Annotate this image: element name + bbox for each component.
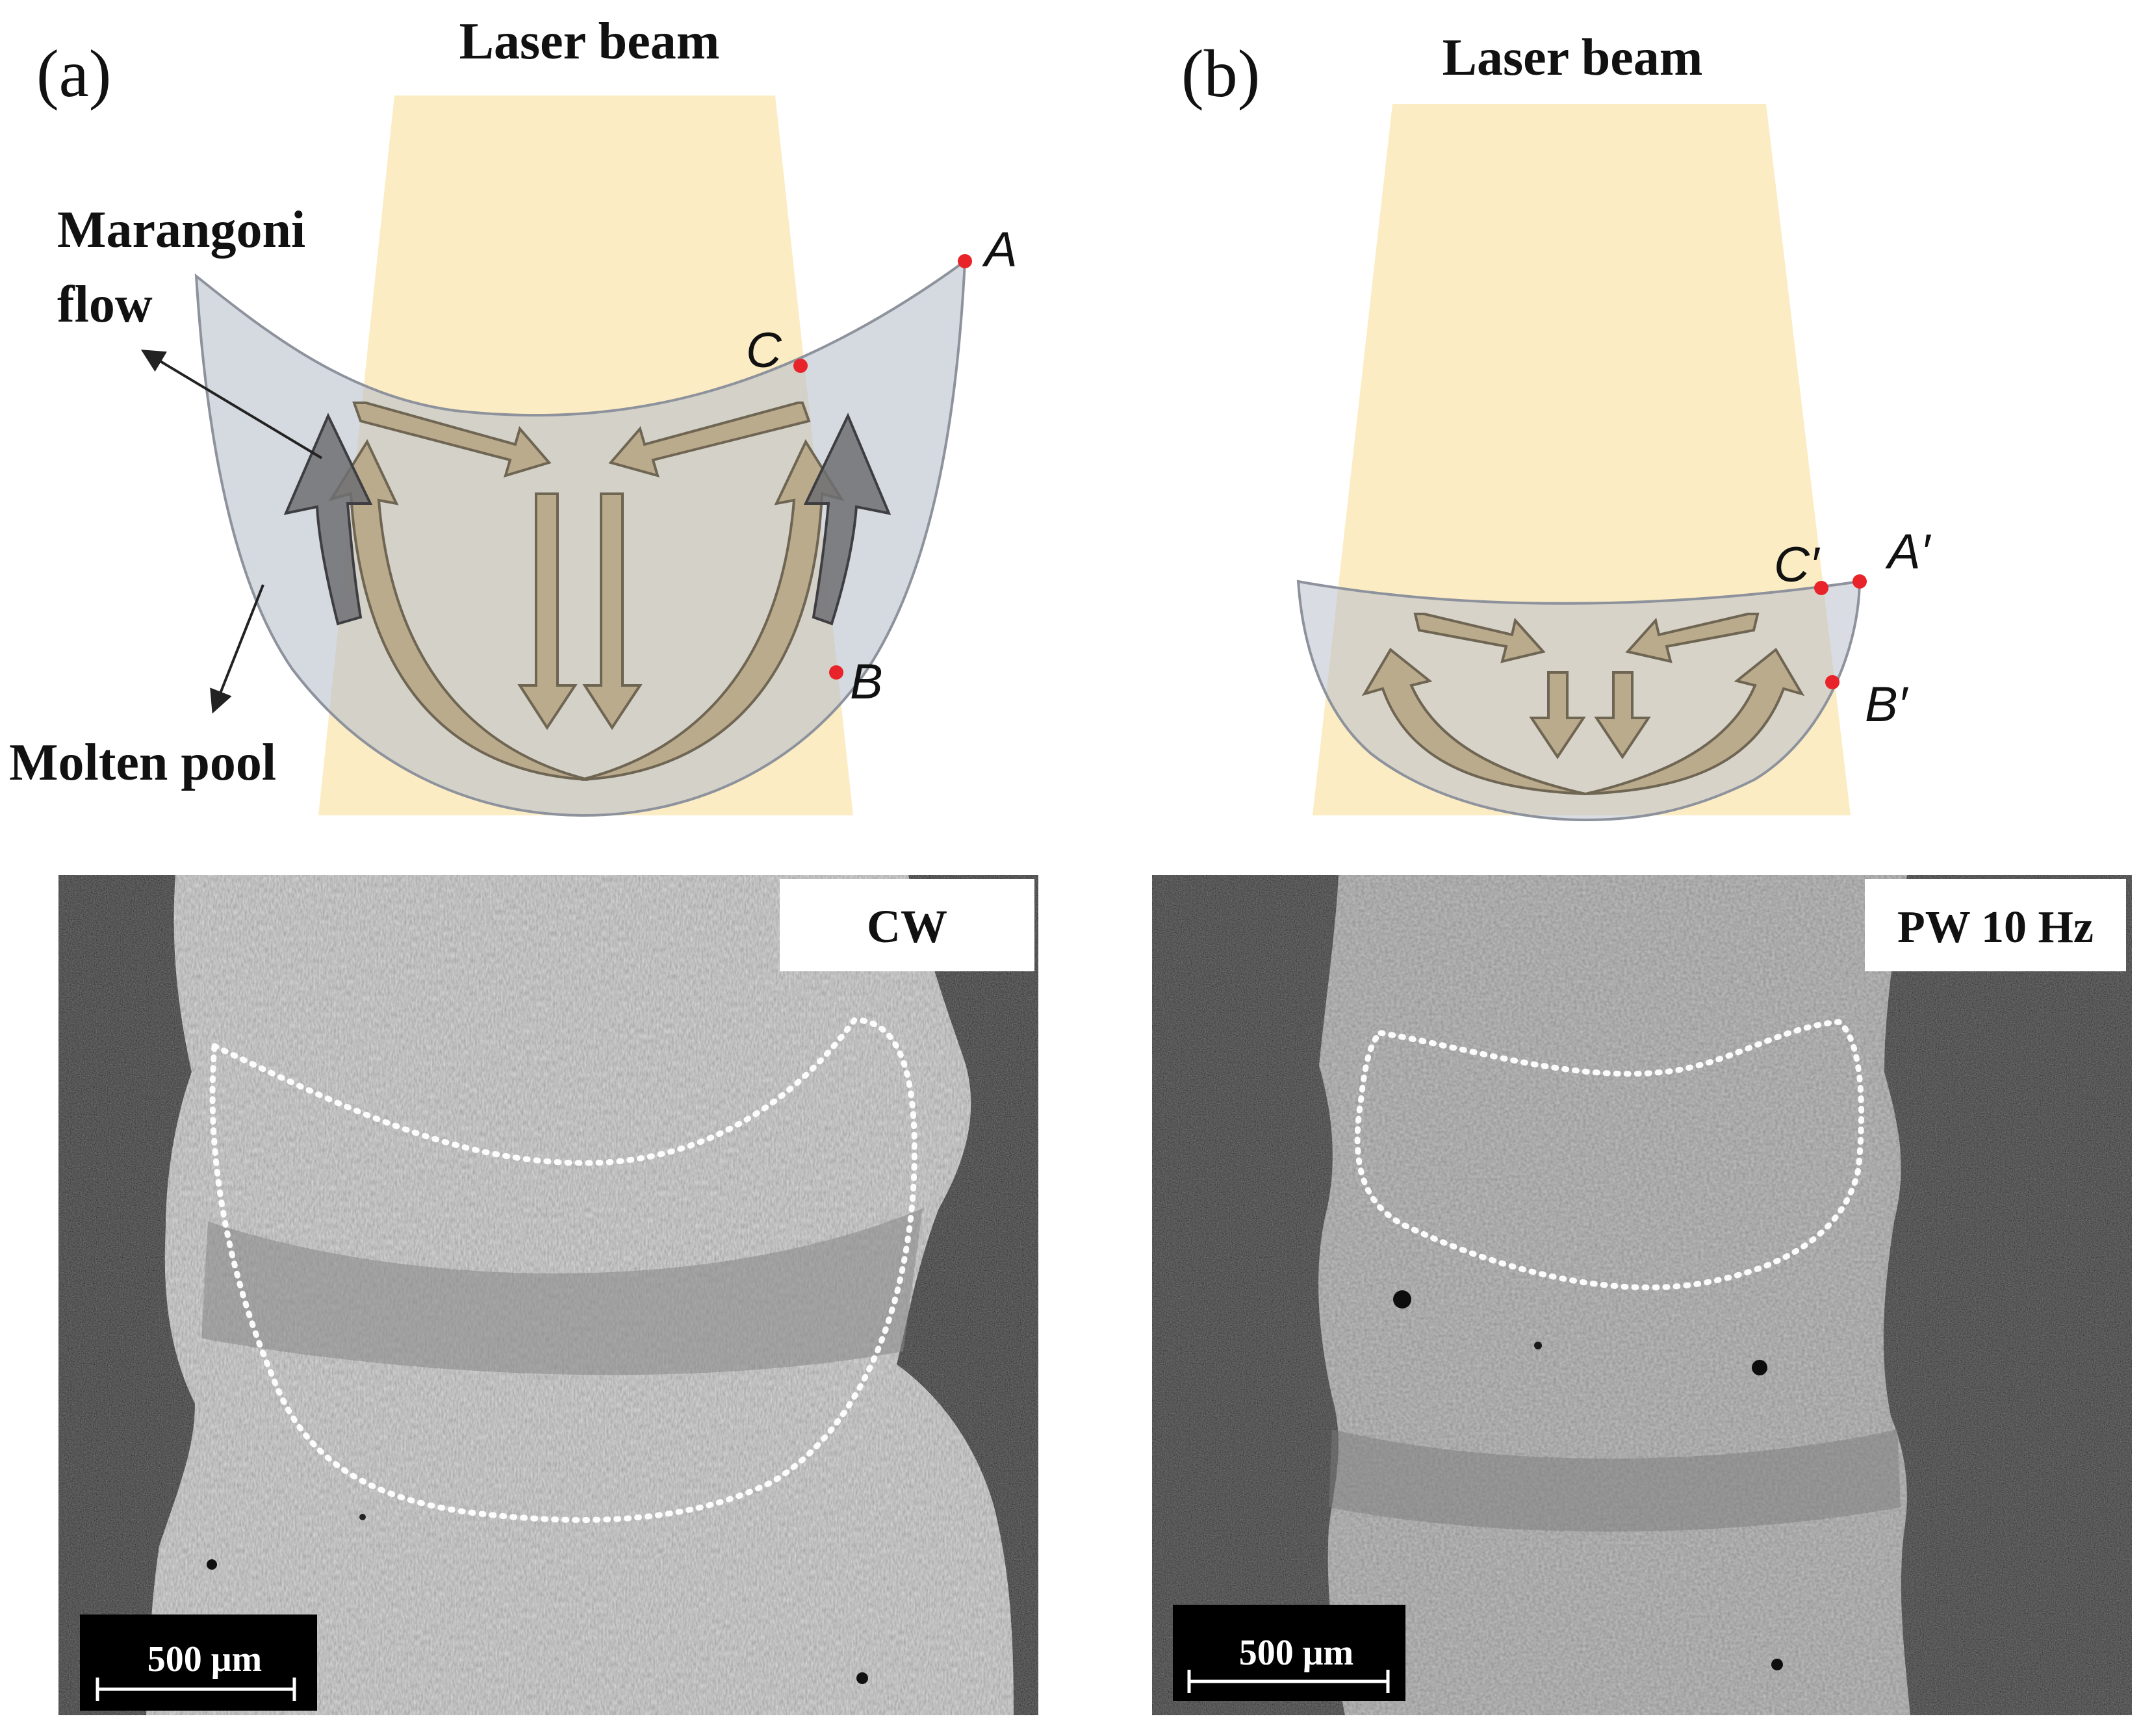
panel-b-arrow-top-right xyxy=(1625,613,1760,663)
panel-b-point-b: B′ xyxy=(1865,677,1909,732)
panel-a-dark-arrow-left xyxy=(283,413,373,626)
panel-a-point-a: A xyxy=(982,222,1018,277)
panel-a-schematic: (a) Laser beam Marangoni flow Molten poo… xyxy=(9,13,1018,817)
panel-b-arrow-down-right xyxy=(1594,671,1651,760)
panel-b-flow-arrows xyxy=(1361,613,1805,795)
panel-a-point-b-marker xyxy=(829,665,843,680)
panel-b-label: (b) xyxy=(1181,36,1260,111)
panel-a-arrow-down-left xyxy=(517,492,578,730)
panel-b-point-c: C′ xyxy=(1774,537,1821,593)
panel-b-pore xyxy=(1752,1360,1767,1375)
panel-a-pore xyxy=(856,1672,868,1684)
panel-a-micrograph-label-box xyxy=(780,879,1034,971)
panel-a-arrow-top-right xyxy=(608,402,811,478)
panel-a-label: (a) xyxy=(36,36,111,111)
panel-b-curved-arrow-left xyxy=(1361,647,1586,795)
panel-a-point-c-marker xyxy=(793,359,808,373)
panel-a-flow-pointer xyxy=(140,350,323,459)
panel-a-point-c: C xyxy=(746,323,782,378)
panel-b-pore xyxy=(1534,1342,1542,1349)
panel-b-scale-bar-box xyxy=(1173,1605,1405,1701)
panel-a-dark-arrow-right xyxy=(803,413,891,626)
panel-a-scale-bar-box xyxy=(80,1615,317,1711)
panel-a-pore xyxy=(359,1514,366,1520)
panel-b-scale-label: 500 μm xyxy=(1239,1633,1353,1673)
panel-a-arrow-top-left xyxy=(352,402,552,478)
panel-b-arrow-down-left xyxy=(1529,671,1586,760)
panel-b-curved-arrow-right xyxy=(1585,647,1805,795)
panel-b-point-a-marker xyxy=(1853,574,1867,589)
panel-a-pore xyxy=(207,1559,217,1570)
panel-b-beam-label: Laser beam xyxy=(1442,29,1703,86)
panel-b-point-b-marker xyxy=(1825,675,1840,689)
panel-a-beam-label: Laser beam xyxy=(459,13,720,70)
panel-a-scale-label: 500 μm xyxy=(147,1639,262,1679)
panel-a-melt-pool-boundary xyxy=(209,1017,917,1523)
panel-a-pool-pointer xyxy=(210,584,264,714)
panel-a-point-b: B xyxy=(850,654,883,709)
panel-a-dark-arrows xyxy=(283,413,891,626)
panel-b-pore xyxy=(1771,1659,1783,1670)
panel-b-schematic: (b) Laser beam A′ C′ B′ xyxy=(1181,29,1932,822)
panel-b-micrograph: PW 10 Hz 500 μm xyxy=(1152,875,2132,1715)
panel-b-pore xyxy=(1393,1290,1411,1308)
panel-a-micrograph: CW 500 μm xyxy=(58,875,1038,1715)
panel-a-track-center-band xyxy=(201,1208,923,1375)
panel-a-pool-label: Molten pool xyxy=(9,734,276,791)
panel-a-flow-label-line2: flow xyxy=(57,276,153,333)
panel-b-point-a: A′ xyxy=(1885,524,1932,580)
panel-a-micrograph-label: CW xyxy=(867,900,947,952)
panel-b-micrograph-label-box xyxy=(1865,879,2126,971)
panel-a-point-a-marker xyxy=(958,254,972,268)
panel-a-flow-label-line1: Marangoni xyxy=(57,201,305,259)
panel-b-melt-pool-boundary xyxy=(1354,1019,1865,1291)
panel-b-arrow-top-left xyxy=(1413,613,1546,663)
panel-b-track-band xyxy=(1329,1429,1901,1532)
panel-b-micrograph-label: PW 10 Hz xyxy=(1897,902,2094,952)
panel-a-arrow-down-right xyxy=(582,492,643,730)
panel-b-point-c-marker xyxy=(1814,581,1828,595)
